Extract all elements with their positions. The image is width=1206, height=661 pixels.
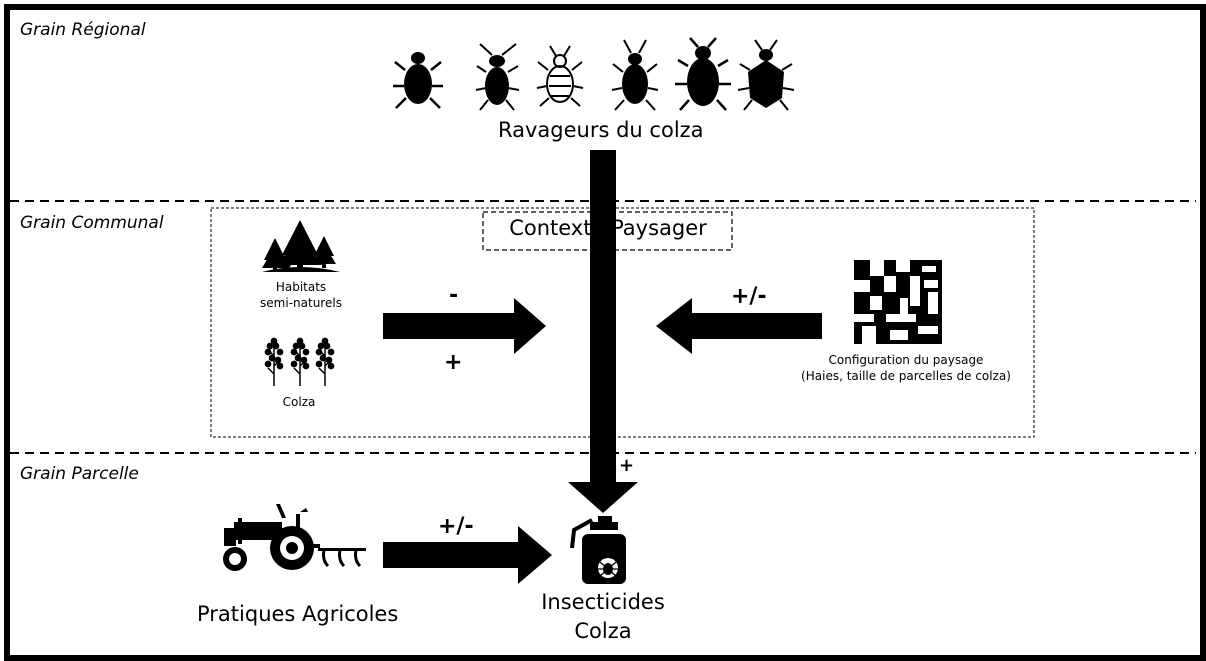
stink-bug-icon [737,39,795,111]
region-label-regional: Grain Régional [20,20,146,40]
insecticides-label-line1: Insecticides [541,590,665,614]
colza-effect-sign: + [444,350,463,375]
beetle-icon [393,52,443,109]
landscape-context-box [210,207,1035,438]
contexte-paysager-title: Contexte Paysager [509,216,707,240]
configuration-label: Configuration du paysage (Haies, taille … [764,352,1048,384]
aphid-icon [536,45,584,107]
ravageurs-label: Ravageurs du colza [498,118,704,142]
habitats-label-line2: semi-naturels [260,296,342,310]
region-label-communal: Grain Communal [20,213,164,233]
arrow-ravageurs-shaft [590,150,616,482]
configuration-label-line2: (Haies, taille de parcelles de colza) [801,369,1011,383]
region-label-parcelle: Grain Parcelle [20,464,139,484]
arrow-configuration-shaft [690,313,822,339]
insecticides-label-line2: Colza [574,619,632,643]
arrow-habitats-head [514,298,546,354]
arrow-habitats-shaft [383,313,516,339]
sprayer-icon [570,516,626,584]
pratiques-label: Pratiques Agricoles [197,602,399,626]
bug-icon [475,43,520,111]
arrow-ravageurs-head [568,482,638,513]
pratiques-effect-sign: +/- [438,514,474,539]
tractor-icon [223,504,366,571]
habitats-label-line1: Habitats [275,280,327,294]
insecticides-label: Insecticides Colza [520,588,686,646]
arrow-pratiques-head [518,526,552,584]
trees-icon [262,220,340,272]
rapeseed-plant-icon [264,337,335,386]
arrow-pratiques-shaft [383,542,520,568]
landscape-grid-icon [854,260,942,344]
configuration-effect-sign: +/- [731,284,767,309]
arrow-configuration-head [656,298,692,354]
ravageurs-effect-sign: + [619,455,635,476]
habitats-label: Habitats semi-naturels [238,279,364,311]
colza-label: Colza [282,395,316,409]
configuration-label-line1: Configuration du paysage [828,353,984,367]
weevil-icon [611,39,659,111]
pollen-beetle-icon [675,37,731,111]
habitats-effect-sign: - [449,283,459,308]
